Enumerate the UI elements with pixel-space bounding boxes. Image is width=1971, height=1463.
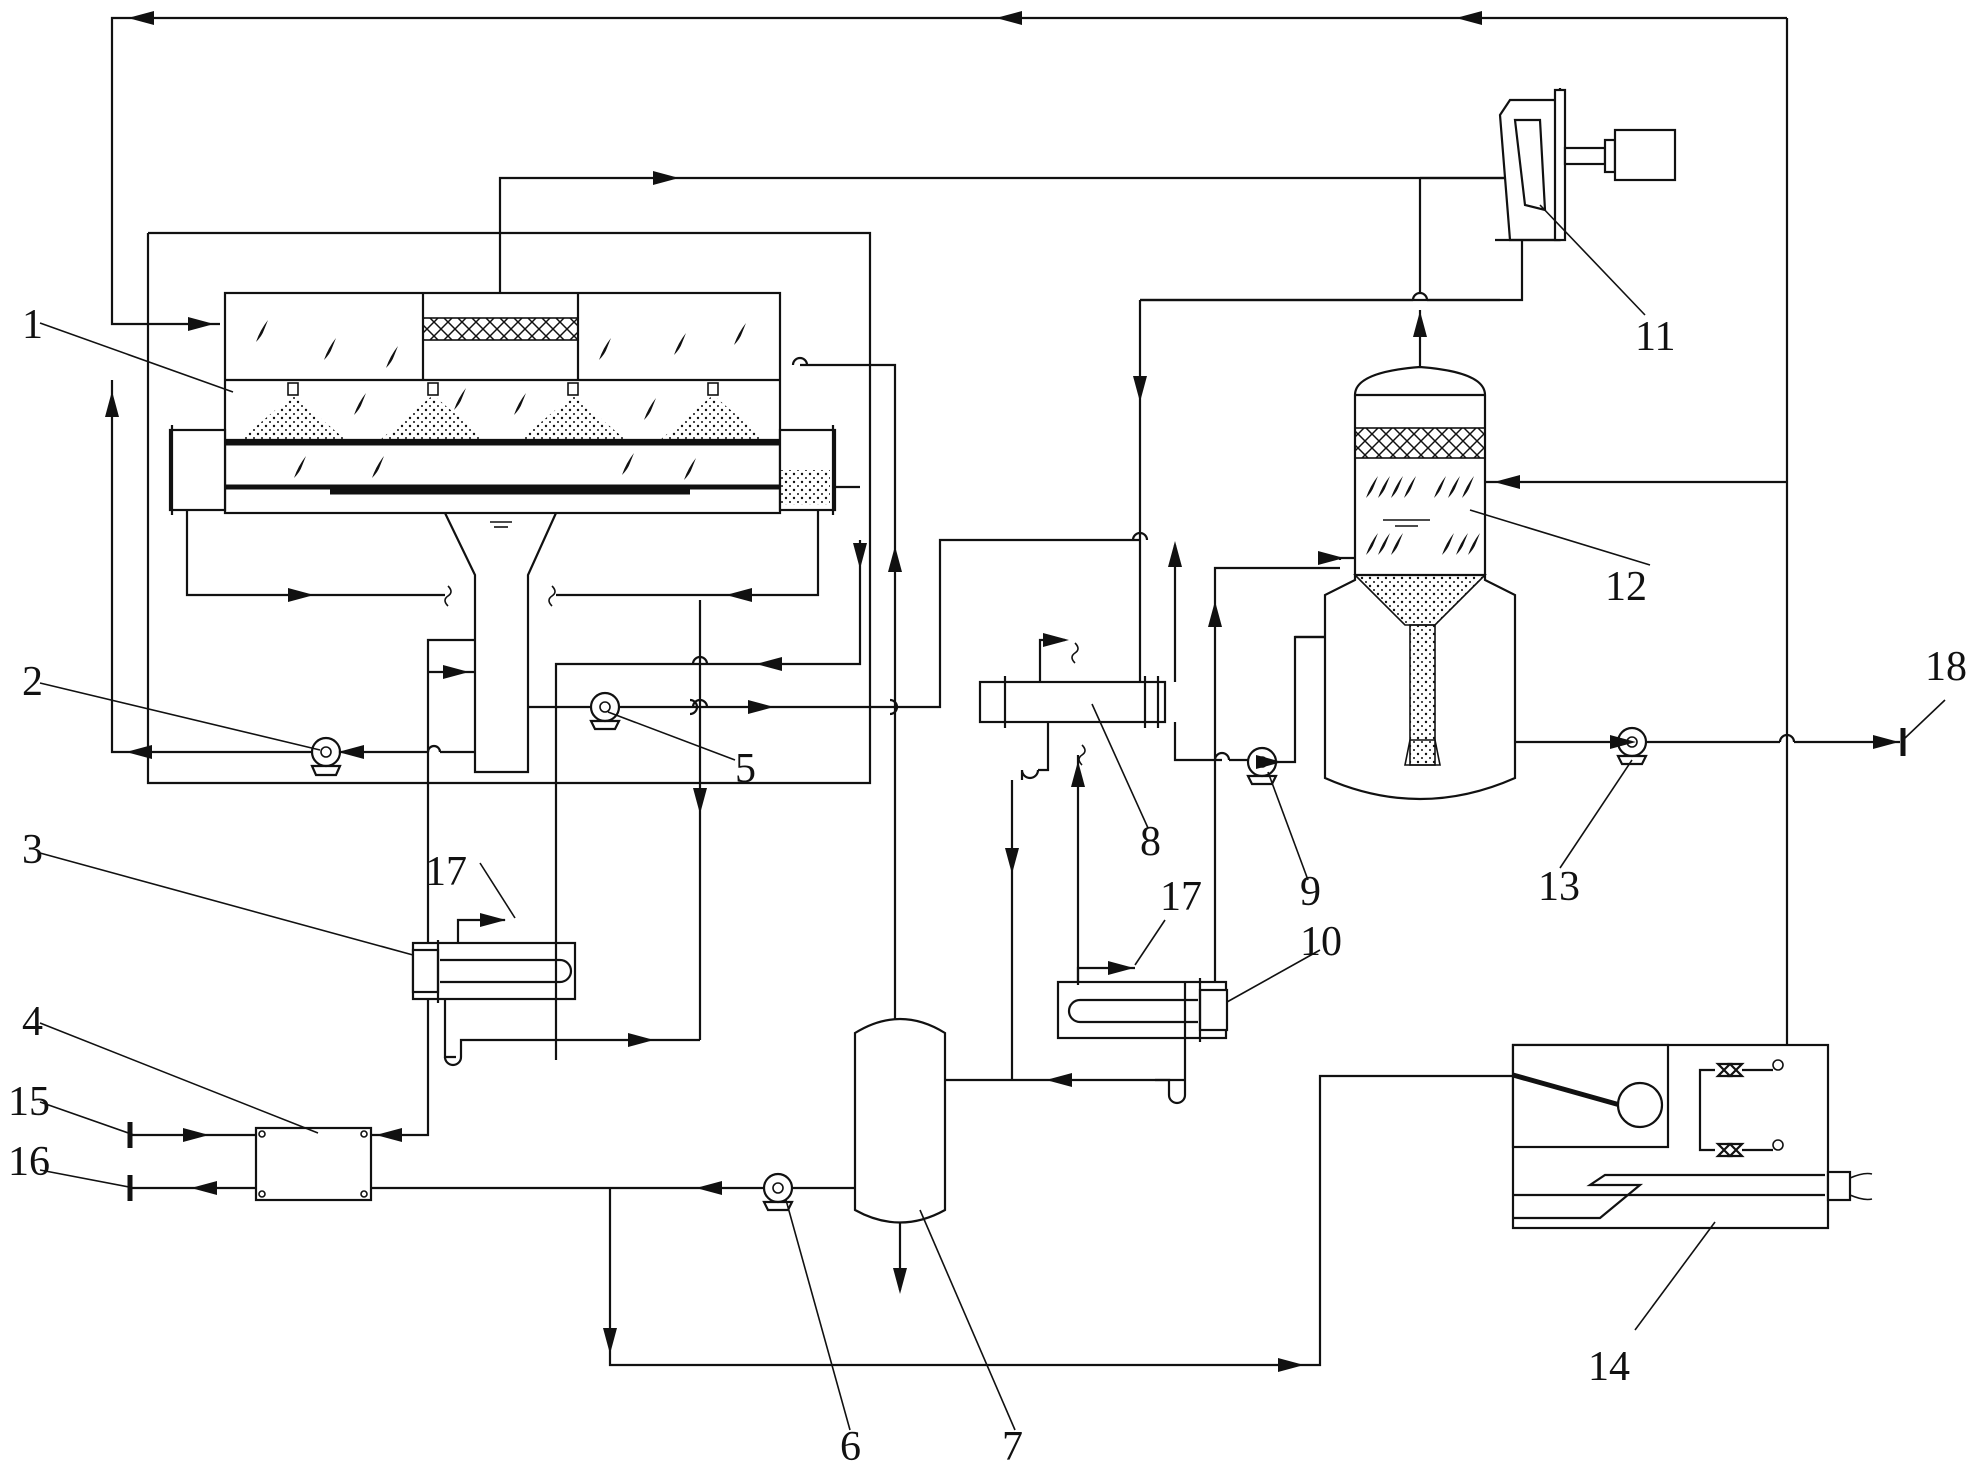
label-15: 15 [8,1079,50,1125]
tank-7 [853,1018,1185,1294]
label-17a: 17 [425,849,467,895]
furnace-14 [1511,1043,1873,1230]
unit-4 [127,999,430,1202]
pump-9 [1246,635,1330,786]
pump-13 [1610,726,1906,766]
tank-feed-line [791,356,902,1020]
label-9: 9 [1300,869,1321,915]
number-labels: 1 2 3 4 15 16 5 17 6 7 8 17 9 10 11 12 1… [8,302,1967,1463]
label-11: 11 [1635,314,1675,360]
heater-10 [1056,566,1340,1105]
pump-5 [528,485,1140,1060]
label-10: 10 [1300,919,1342,965]
gas-outlet-line [498,171,1560,293]
heater-3 [411,638,700,1067]
pump-2 [105,380,476,777]
absorption-column-12 [1295,310,1787,801]
leader-lines [39,204,1946,1431]
label-13: 13 [1538,864,1580,910]
condenser-8 [978,298,1500,1080]
label-18: 18 [1925,644,1967,690]
top-return-line [110,11,1789,1045]
label-14: 14 [1588,1344,1630,1390]
label-17b: 17 [1160,874,1202,920]
label-12: 12 [1605,564,1647,610]
label-4: 4 [22,999,43,1045]
label-3: 3 [22,827,43,873]
label-7: 7 [1002,1424,1023,1463]
label-8: 8 [1140,819,1161,865]
fan-11 [1140,88,1677,302]
label-5: 5 [735,746,756,792]
spray-nozzles [240,382,830,505]
circulation-frame [146,231,872,785]
label-6: 6 [840,1424,861,1463]
label-16: 16 [8,1139,50,1185]
label-1: 1 [22,302,43,348]
spray-chamber [168,291,837,774]
pump-6 [371,1074,1513,1372]
label-2: 2 [22,659,43,705]
